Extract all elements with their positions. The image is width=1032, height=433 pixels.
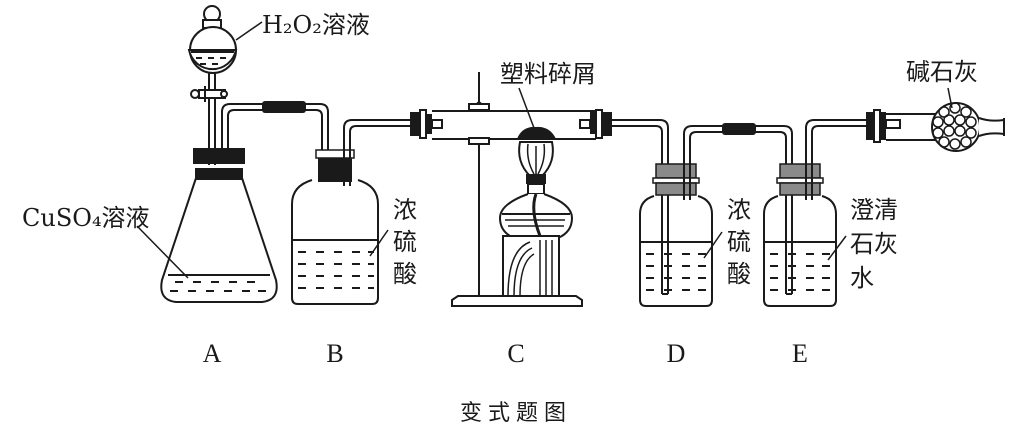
rubber-connector bbox=[722, 123, 756, 135]
d-label-line-2: 硫 bbox=[727, 228, 751, 256]
d-label-line-1: 浓 bbox=[727, 196, 751, 224]
e-label-line-3: 水 bbox=[850, 264, 874, 292]
b-label-line-2: 硫 bbox=[393, 228, 417, 256]
e-label-line-1: 澄清 bbox=[850, 196, 898, 224]
h2o2-leader-line bbox=[235, 21, 263, 41]
tube-a-to-b bbox=[221, 101, 329, 230]
tube-d-to-e bbox=[722, 123, 793, 180]
h2o2-label: H₂O₂溶液 bbox=[262, 11, 370, 39]
plastic-scraps bbox=[517, 126, 556, 139]
drying-tube: 碱石灰 bbox=[866, 58, 1005, 152]
conical-flask bbox=[160, 148, 278, 303]
apparatus-a: H₂O₂溶液 CuSO₄溶液 A bbox=[22, 5, 370, 368]
figure-caption: 变式题图 bbox=[460, 401, 572, 426]
cuso4-label: CuSO₄溶液 bbox=[22, 204, 150, 232]
apparatus-d: 浓 硫 酸 D bbox=[639, 125, 760, 368]
soda-lime-granules bbox=[932, 102, 977, 150]
b-label-line-3: 酸 bbox=[393, 260, 417, 288]
label-c: C bbox=[507, 339, 524, 368]
cuso4-leader-line bbox=[136, 225, 189, 279]
b-label-line-1: 浓 bbox=[393, 196, 417, 224]
label-e: E bbox=[792, 339, 808, 368]
rubber-connector bbox=[262, 101, 306, 113]
label-b: B bbox=[326, 339, 343, 368]
d-label-line-3: 酸 bbox=[727, 260, 751, 288]
apparatus-b: 浓 硫 酸 B bbox=[291, 119, 417, 368]
soda-lime-label: 碱石灰 bbox=[906, 58, 978, 86]
label-a: A bbox=[203, 339, 222, 368]
tube-c-to-d bbox=[612, 119, 669, 180]
apparatus-e: 澄清 石灰 水 E bbox=[763, 119, 898, 368]
label-d: D bbox=[667, 339, 686, 368]
e-label-line-2: 石灰 bbox=[850, 230, 898, 258]
apparatus-c: 塑料碎屑 C bbox=[410, 60, 612, 368]
plastic-label: 塑料碎屑 bbox=[500, 60, 596, 88]
